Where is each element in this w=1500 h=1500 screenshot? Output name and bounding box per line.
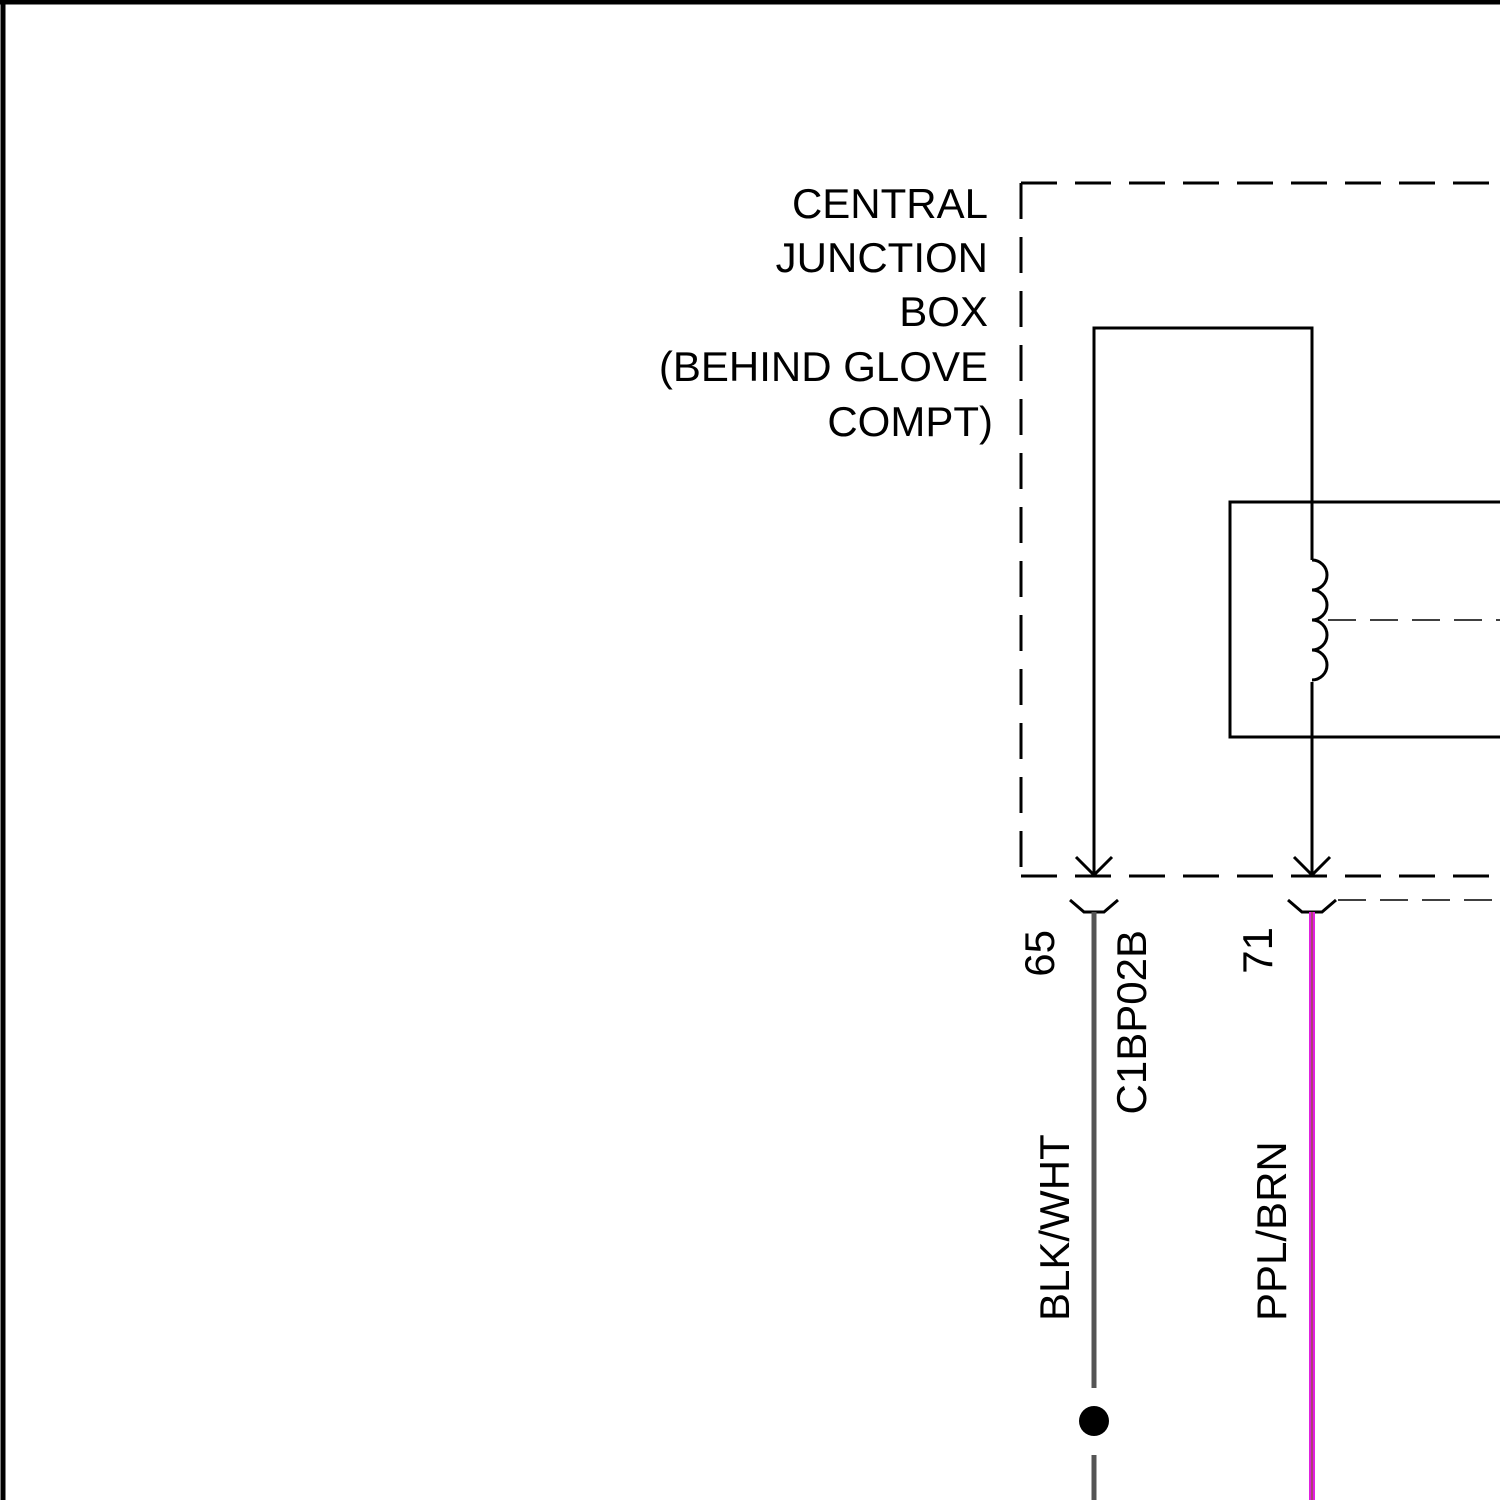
- junction-box-label-line-5: COMPT): [827, 398, 993, 445]
- junction-box-label-line-2: JUNCTION: [776, 234, 988, 281]
- junction-box-label: CENTRAL JUNCTION BOX (BEHIND GLOVE COMPT…: [659, 180, 993, 445]
- pin-65-label: 65: [1016, 930, 1063, 977]
- wire-color-label-ppl-brn: PPL/BRN: [1248, 1141, 1295, 1321]
- junction-box-label-line-3: BOX: [899, 288, 988, 335]
- wire-blk-wht: [1079, 912, 1109, 1500]
- junction-box-label-line-1: CENTRAL: [792, 180, 988, 227]
- junction-box-label-line-4: (BEHIND GLOVE: [659, 343, 988, 390]
- relay: [1230, 502, 1500, 737]
- wire-color-label-blk-wht: BLK/WHT: [1031, 1134, 1078, 1321]
- pin-71-label: 71: [1234, 927, 1281, 974]
- splice-dot: [1079, 1406, 1109, 1436]
- internal-circuit: [1094, 328, 1312, 875]
- connector-cup-icon: [1288, 900, 1336, 912]
- connector-id-label: C1BP02B: [1108, 930, 1155, 1114]
- relay-coil-icon: [1312, 560, 1327, 680]
- connector-cup-icon: [1070, 900, 1118, 912]
